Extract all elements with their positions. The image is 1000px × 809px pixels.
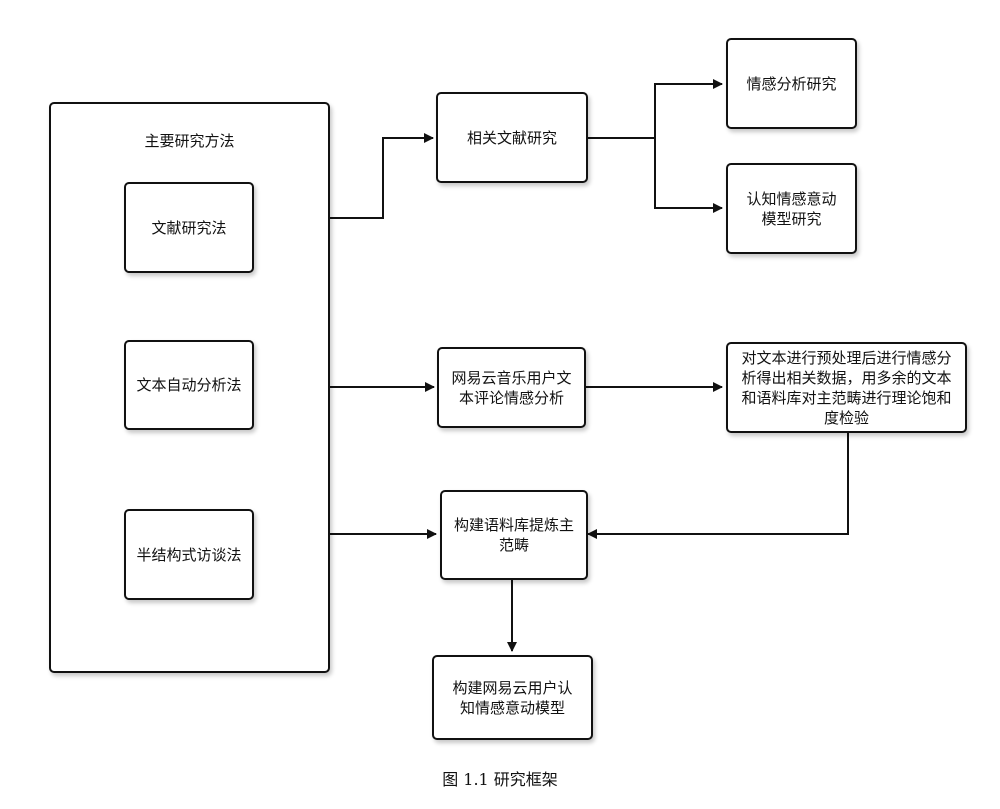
node-netease-comment-analysis: 网易云音乐用户文本评论情感分析 (437, 347, 586, 428)
node-label: 相关文献研究 (466, 128, 557, 147)
figure-caption: 图 1.1 研究框架 (442, 770, 558, 789)
node-build-corpus: 构建语料库提炼主范畴 (440, 490, 588, 580)
connector-related-literature-to-sentiment-research (588, 79, 723, 139)
connector-methods-to-related-literature (330, 133, 434, 219)
main-methods-title: 主要研究方法 (144, 132, 235, 150)
method-semi-structured-interview: 半结构式访谈法 (124, 509, 254, 600)
node-label: 构建语料库提炼主范畴 (454, 516, 575, 554)
method-label: 文献研究法 (151, 218, 227, 237)
connector-preprocess-to-build-corpus (587, 433, 849, 539)
node-build-model: 构建网易云用户认知情感意动模型 (432, 655, 593, 740)
node-label: 网易云音乐用户文本评论情感分析 (451, 368, 572, 407)
node-cognitive-model-research: 认知情感意动模型研究 (726, 163, 857, 254)
method-text-auto-analysis: 文本自动分析法 (124, 340, 254, 430)
node-label: 对文本进行预处理后进行情感分析得出相关数据，用多余的文本和语料库对主范畴进行理论… (741, 348, 952, 427)
method-label: 半结构式访谈法 (136, 545, 242, 564)
node-related-literature: 相关文献研究 (436, 92, 588, 183)
node-label: 情感分析研究 (746, 74, 837, 93)
node-sentiment-research: 情感分析研究 (726, 38, 857, 129)
node-label: 构建网易云用户认知情感意动模型 (452, 678, 573, 717)
method-label: 文本自动分析法 (136, 376, 242, 394)
connector-related-literature-to-cognitive-model-research (654, 138, 723, 213)
node-preprocess-check: 对文本进行预处理后进行情感分析得出相关数据，用多余的文本和语料库对主范畴进行理论… (726, 342, 967, 433)
node-label: 认知情感意动模型研究 (746, 189, 837, 228)
method-literature-research: 文献研究法 (124, 182, 254, 273)
